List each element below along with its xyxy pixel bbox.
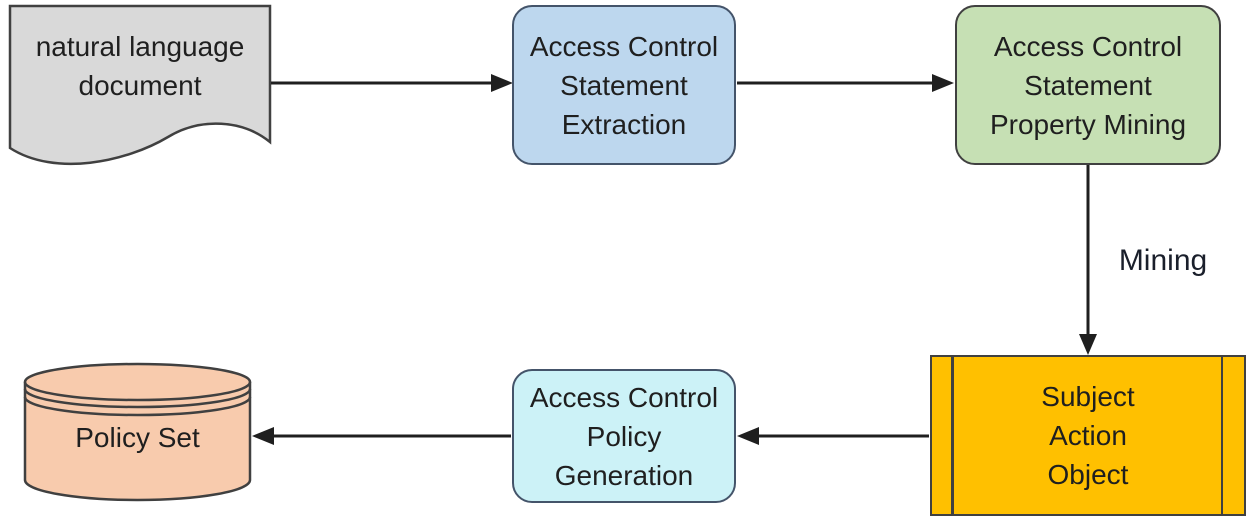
arrow-head xyxy=(491,74,513,92)
arrow-head xyxy=(737,427,759,445)
arrow-head xyxy=(932,74,954,92)
node-label-line: Policy xyxy=(586,420,662,452)
node-label-line: Access Control xyxy=(529,381,719,413)
node-label-line: Extraction xyxy=(561,108,687,140)
sao-right-bar xyxy=(1220,357,1223,514)
node-access-control-statement-property-mining: Access Control Statement Property Mining xyxy=(955,5,1221,165)
database-cylinder-top xyxy=(23,362,252,402)
arrow-property-mining-to-sao xyxy=(1079,164,1097,355)
node-label-line: Access Control xyxy=(993,30,1183,62)
document-shape xyxy=(8,4,272,166)
node-access-control-policy-generation: Access Control Policy Generation xyxy=(512,369,736,503)
node-label-line: natural language xyxy=(35,31,245,62)
node-policy-set: Policy Set xyxy=(25,382,250,492)
node-label-line: Policy Set xyxy=(75,421,200,453)
mining-edge-label: Mining xyxy=(1118,244,1208,277)
node-label-line: Subject xyxy=(1041,381,1135,412)
node-label-line: Generation xyxy=(554,459,694,491)
node-label-line: document xyxy=(78,70,202,101)
arrow-document-to-extraction xyxy=(271,74,513,92)
node-label-line: Statement xyxy=(1024,69,1152,101)
node-natural-language-document: natural language document xyxy=(10,14,270,118)
arrow-extraction-to-property-mining xyxy=(737,74,954,92)
arrow-head xyxy=(1079,334,1097,355)
node-label-line: Statement xyxy=(560,69,688,101)
database-cylinder-ring xyxy=(23,388,252,409)
sao-left-bar xyxy=(951,357,954,514)
database-cylinder-ring xyxy=(23,396,252,417)
arrow-head xyxy=(252,427,274,445)
node-access-control-statement-extraction: Access Control Statement Extraction xyxy=(512,5,736,165)
arrow-generation-to-policy-set xyxy=(252,427,511,445)
node-label-line: Action xyxy=(1049,420,1127,451)
node-subject-action-object: Subject Action Object xyxy=(930,355,1246,516)
node-label-line: Object xyxy=(1047,459,1129,490)
node-label-line: Access Control xyxy=(529,30,719,62)
arrow-sao-to-generation xyxy=(737,427,929,445)
node-label-line: Property Mining xyxy=(989,108,1187,140)
